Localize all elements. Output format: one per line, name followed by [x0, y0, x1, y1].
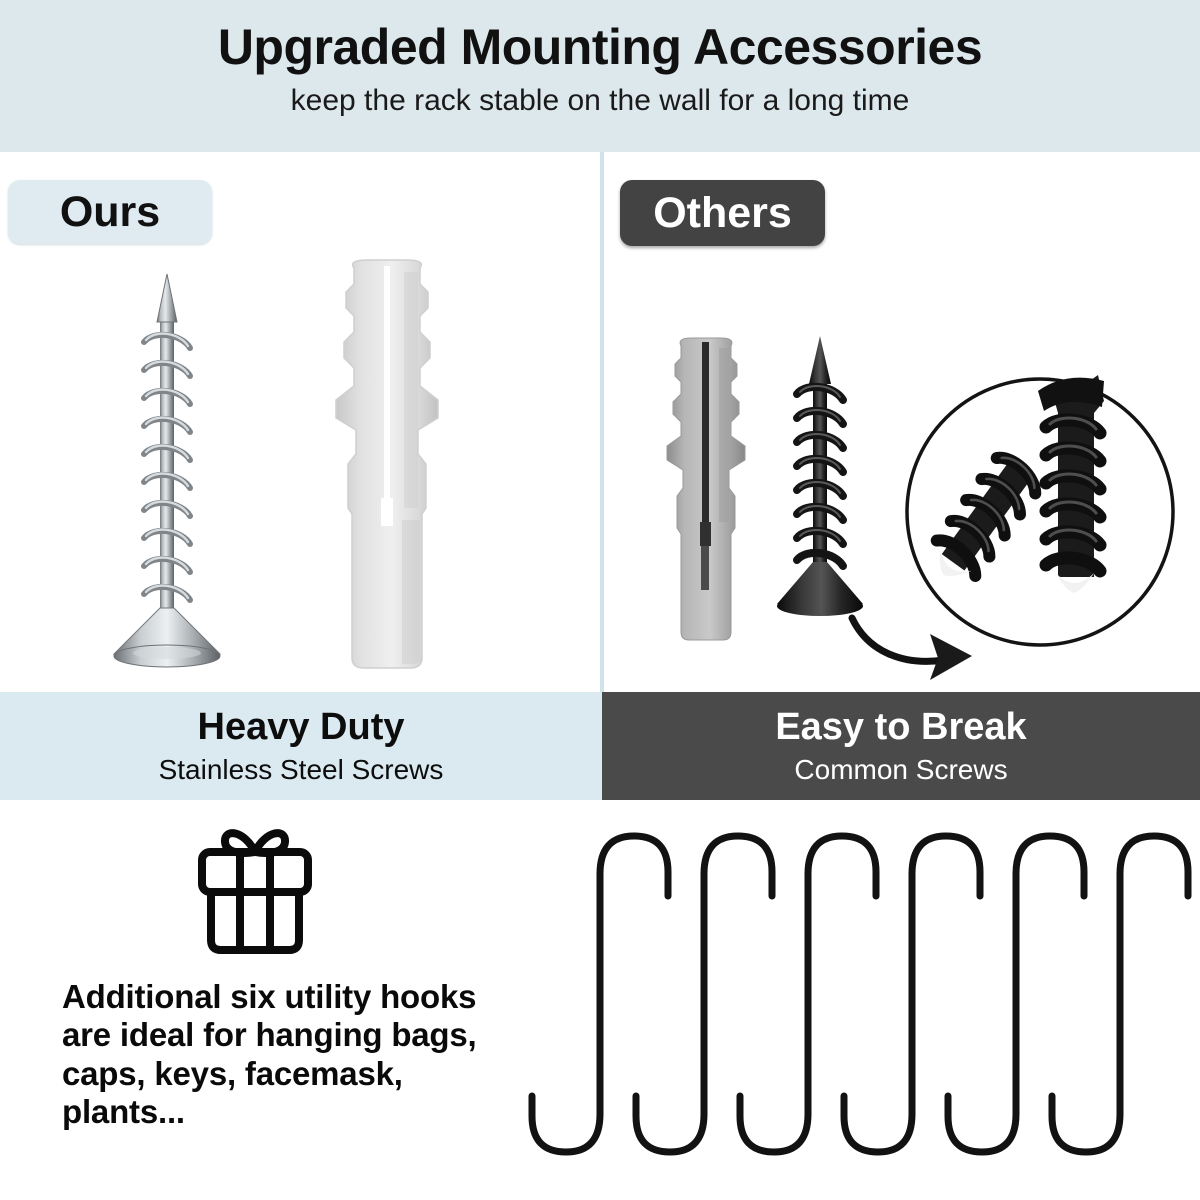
gray-wall-anchor-graphic	[666, 337, 746, 641]
page-subtitle: keep the rack stable on the wall for a l…	[290, 84, 910, 117]
black-common-screw-graphic	[777, 336, 863, 616]
s-hook	[1048, 832, 1192, 1156]
stainless-steel-screw-graphic	[113, 273, 221, 668]
badge-others-label: Others	[653, 188, 792, 237]
bonus-section: Additional six utility hooks are ideal f…	[0, 800, 1200, 1200]
s-hook	[632, 832, 776, 1156]
s-hook	[944, 832, 1088, 1156]
caption-others-title: Easy to Break	[775, 706, 1027, 748]
badge-others: Others	[620, 180, 825, 246]
magnifier-broken-screw	[905, 375, 1175, 647]
header-banner: Upgraded Mounting Accessories keep the r…	[0, 0, 1200, 152]
caption-others: Easy to Break Common Screws	[602, 692, 1200, 800]
s-hook	[736, 832, 880, 1156]
others-hardware-illustration	[666, 336, 863, 641]
gift-box-icon-wrap	[180, 822, 330, 962]
badge-ours: Ours	[8, 180, 212, 244]
caption-ours-subtitle: Stainless Steel Screws	[158, 754, 444, 785]
ours-hardware-illustration	[113, 259, 439, 669]
caption-ours-title: Heavy Duty	[197, 706, 405, 748]
vertical-divider	[600, 152, 604, 692]
gift-box-icon	[198, 829, 312, 954]
broken-screw-upper-fragment	[1038, 375, 1107, 593]
s-hook	[840, 832, 984, 1156]
comparison-panel: Ours Others	[0, 152, 1200, 800]
s-hook	[528, 832, 672, 1156]
s-hooks-illustration	[528, 832, 1192, 1156]
caption-ours: Heavy Duty Stainless Steel Screws	[0, 692, 602, 800]
broken-screw-lower-fragment	[930, 451, 1042, 582]
caption-others-subtitle: Common Screws	[794, 754, 1008, 785]
page-title: Upgraded Mounting Accessories	[217, 19, 983, 75]
pointer-arrow-icon	[848, 614, 972, 680]
badge-ours-label: Ours	[59, 187, 161, 236]
plastic-wall-anchor-graphic	[335, 259, 439, 669]
bonus-description: Additional six utility hooks are ideal f…	[62, 978, 477, 1130]
